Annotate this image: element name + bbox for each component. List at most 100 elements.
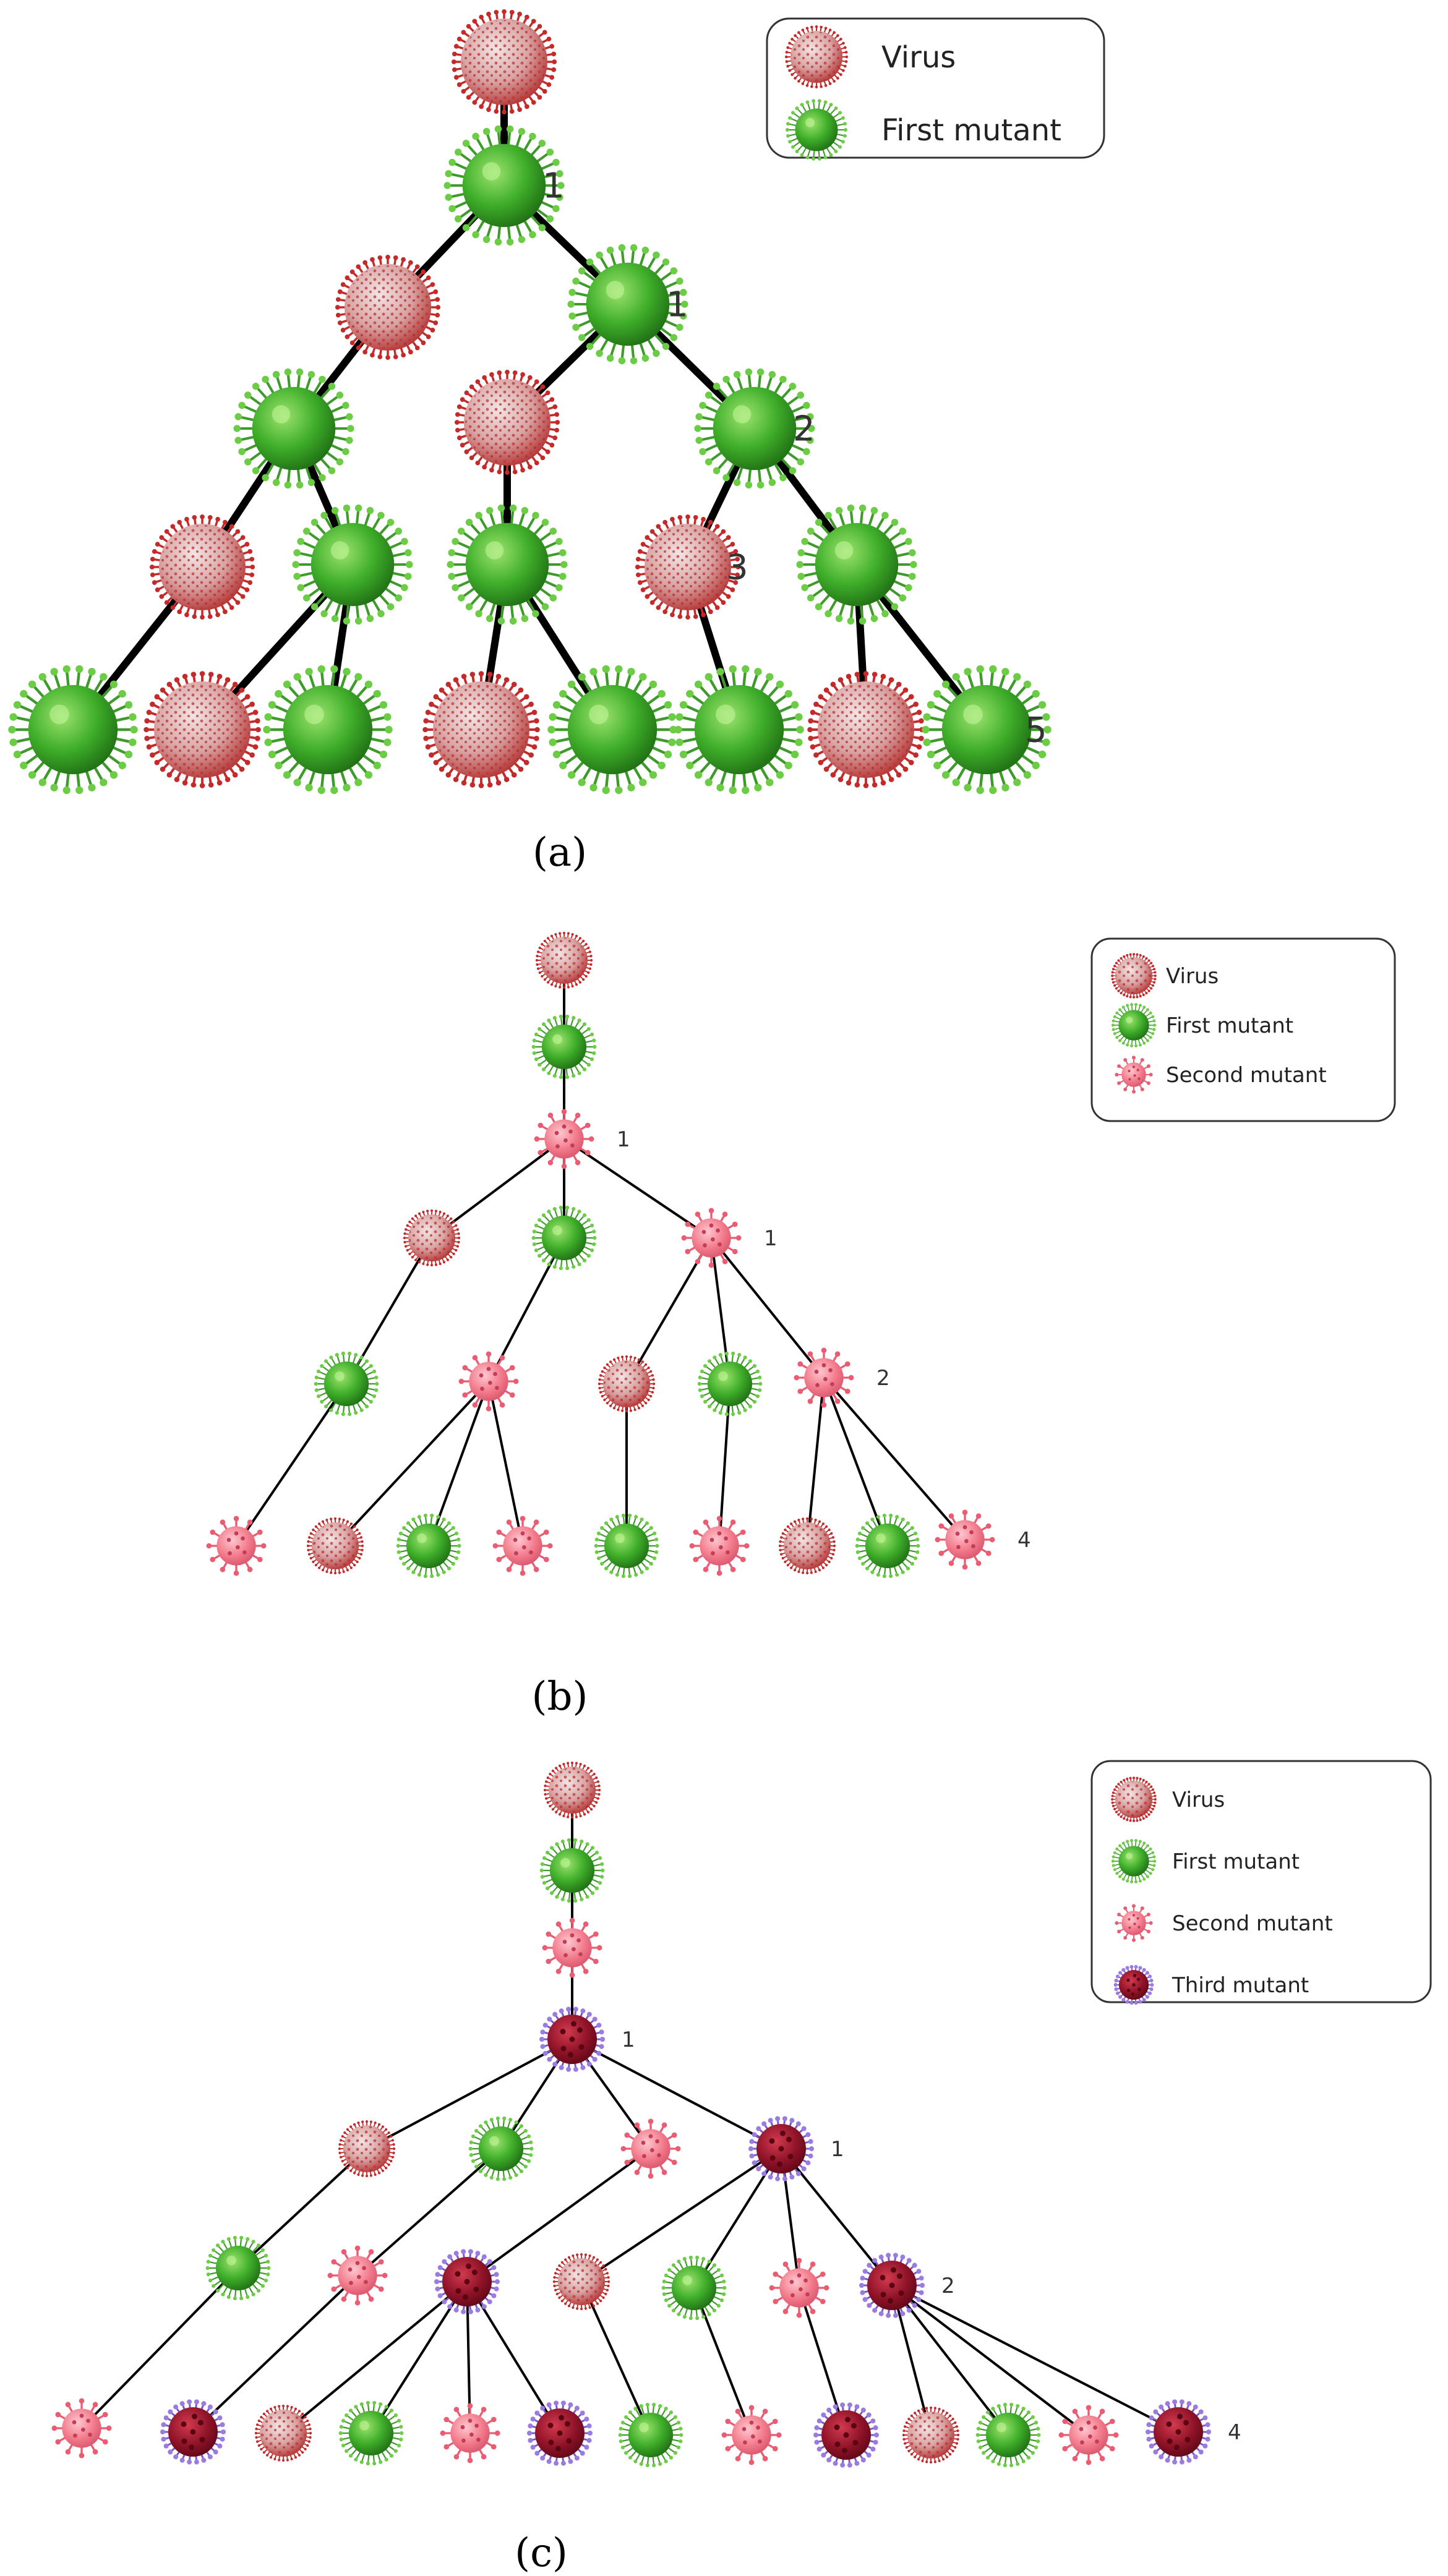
legend-label: Virus xyxy=(881,40,956,75)
first-mutant-node xyxy=(661,2255,727,2321)
mutant-count-label: 1 xyxy=(764,1226,778,1251)
first-mutant-node xyxy=(697,1351,763,1417)
panel-caption: (a) xyxy=(533,830,587,876)
second-mutant-node xyxy=(440,2403,500,2463)
tree-nodes xyxy=(206,931,995,1579)
tree-edge xyxy=(891,2284,1090,2436)
legend-box xyxy=(1090,1760,1432,2003)
mutant-count-label: 1 xyxy=(666,285,688,325)
virus-node xyxy=(543,1761,601,1819)
first-mutant-node xyxy=(539,1838,605,1903)
second-mutant-node xyxy=(51,2398,112,2459)
first-mutant-node xyxy=(263,665,393,795)
tree-edge xyxy=(780,2147,893,2287)
virus-node xyxy=(454,369,560,476)
tree-edge xyxy=(571,2038,782,2150)
first-mutant-node xyxy=(618,2402,683,2468)
virus-legend-icon xyxy=(1111,953,1157,999)
virus-node xyxy=(144,671,261,788)
virus-legend-icon xyxy=(784,25,849,89)
first-mutant-node xyxy=(694,368,815,489)
tree-nodes xyxy=(8,9,1052,795)
tree-edge xyxy=(693,2147,782,2289)
legend-label: Second mutant xyxy=(1166,1063,1327,1088)
tree-edge xyxy=(806,1376,825,1547)
first-mutant-node xyxy=(547,665,677,795)
first-mutant-node xyxy=(338,2400,404,2466)
first-mutant-node xyxy=(855,1513,920,1579)
tree-edge xyxy=(80,2267,239,2429)
mutant-count-label: 2 xyxy=(793,409,815,450)
second-mutant-node xyxy=(935,1509,995,1570)
second-mutant-node xyxy=(794,1347,854,1408)
legend-label: First mutant xyxy=(881,113,1061,148)
second-mutant-node xyxy=(206,1516,267,1576)
second-mutant-node xyxy=(534,1109,594,1169)
tree-nodes xyxy=(51,1761,1211,2468)
virus-node xyxy=(635,514,741,620)
tree-edges xyxy=(80,1789,1180,2436)
second-mutant-legend-icon xyxy=(1115,1056,1153,1094)
mutant-count-label: 3 xyxy=(726,548,748,588)
legend-label: First mutant xyxy=(1166,1013,1293,1038)
legend-label: Second mutant xyxy=(1172,1911,1333,1936)
mutant-count-label: 2 xyxy=(941,2274,955,2298)
tree-edge xyxy=(192,2274,359,2433)
third-mutant-node xyxy=(748,2116,814,2181)
first-mutant-legend-icon xyxy=(786,99,847,161)
virus-node xyxy=(451,9,557,115)
first-mutant-node xyxy=(594,1513,659,1579)
tree-edge xyxy=(235,1383,348,1547)
third-mutant-node xyxy=(539,2007,605,2072)
tree-edges xyxy=(235,959,966,1547)
virus-node xyxy=(254,2404,312,2462)
virus-node xyxy=(335,254,441,360)
first-mutant-legend-icon xyxy=(1111,1003,1157,1047)
second-mutant-node xyxy=(769,2258,829,2318)
third-mutant-node xyxy=(527,2400,593,2466)
first-mutant-node xyxy=(396,1513,461,1579)
tree-edge xyxy=(563,1138,713,1239)
second-mutant-node xyxy=(689,1516,750,1576)
virus-node xyxy=(807,671,925,788)
first-mutant-node xyxy=(233,368,354,489)
panel-caption: (c) xyxy=(515,2530,568,2576)
tree-edge xyxy=(891,2284,1180,2433)
third-mutant-legend-icon xyxy=(1113,1964,1154,2005)
first-mutant-node xyxy=(531,1205,597,1271)
second-mutant-node xyxy=(1058,2405,1119,2465)
mutant-count-label: 2 xyxy=(876,1366,890,1391)
virus-legend-icon xyxy=(1111,1776,1157,1822)
third-mutant-node xyxy=(813,2402,879,2468)
mutant-count-label: 1 xyxy=(622,2028,635,2052)
first-mutant-node xyxy=(796,504,917,625)
tree-edge xyxy=(718,1383,731,1547)
tree-edge xyxy=(798,2287,847,2436)
tree-edge xyxy=(466,2280,561,2434)
tree-edge xyxy=(891,2284,932,2436)
virus-node xyxy=(403,1209,461,1267)
first-mutant-node xyxy=(292,504,413,625)
tree-edge xyxy=(580,2147,782,2283)
virus-node xyxy=(778,1517,836,1575)
first-mutant-node xyxy=(468,2116,534,2181)
tree-edge xyxy=(466,2147,652,2283)
tree-edge xyxy=(370,2280,468,2434)
tree-edge xyxy=(237,2147,368,2269)
second-mutant-node xyxy=(492,1516,553,1576)
virus-node xyxy=(306,1517,364,1575)
first-mutant-node xyxy=(674,665,804,795)
virus-node xyxy=(552,2253,610,2311)
virus-node xyxy=(902,2406,960,2464)
tree-edge xyxy=(282,2280,468,2434)
second-mutant-legend-icon xyxy=(1115,1904,1153,1942)
first-mutant-node xyxy=(567,244,688,365)
mutant-count-label: 1 xyxy=(831,2137,844,2162)
mutant-count-label: 1 xyxy=(542,166,565,207)
